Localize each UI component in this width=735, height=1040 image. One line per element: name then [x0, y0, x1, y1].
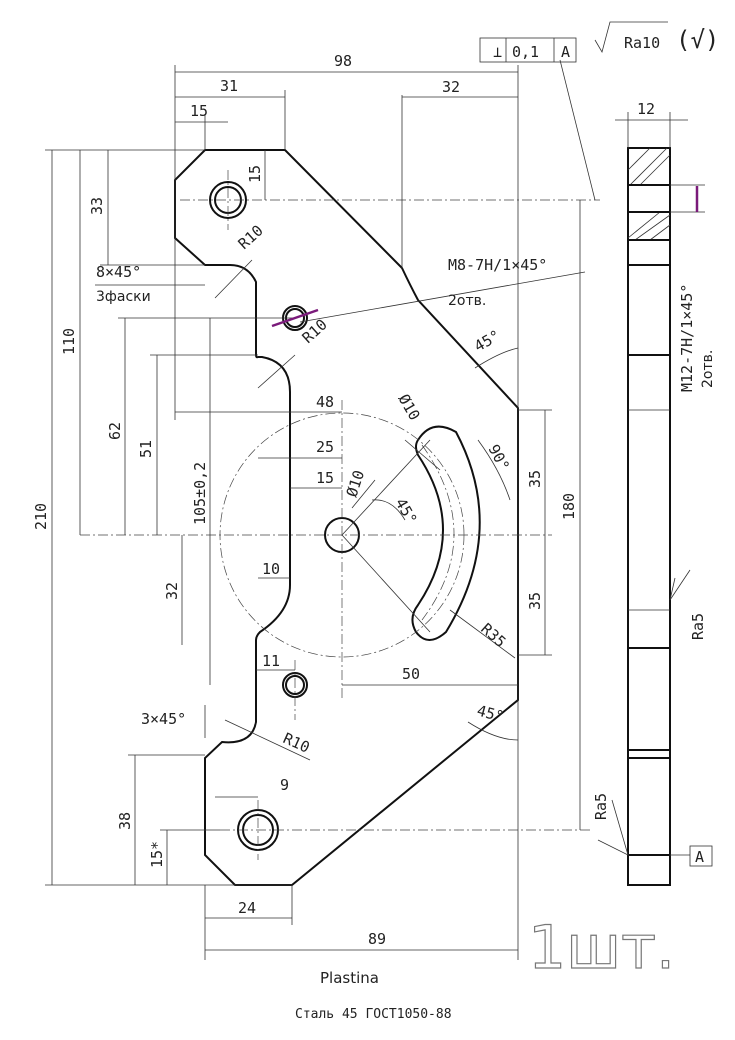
dim-35-b: 35 [526, 592, 544, 610]
material-note: Сталь 45 ГОСТ1050-88 [295, 1007, 452, 1022]
roughness-symbol-bottom [597, 799, 629, 856]
leader-tolerance [559, 59, 596, 201]
dim-24: 24 [238, 899, 256, 917]
side-view-section-hatch [627, 147, 671, 241]
note-dia10-center: Ø10 [343, 468, 368, 499]
side-view-outline [627, 147, 671, 886]
tolerance-frame [479, 37, 577, 63]
datum-label: A [695, 848, 704, 866]
dim-15-mid: 15 [316, 469, 334, 487]
dim-98: 98 [334, 52, 352, 70]
tolerance-symbol: ⊥ [493, 43, 502, 61]
angle-arc-90 [477, 439, 511, 501]
note-ra5-bottom: Ra5 [592, 793, 610, 820]
plate-outline [174, 149, 519, 886]
dim-89: 89 [368, 930, 386, 948]
dim-50: 50 [402, 665, 420, 683]
angle-arc-45 [371, 499, 406, 521]
dim-180: 180 [560, 493, 578, 520]
leader-r10-a [214, 259, 253, 299]
slot-angle-line-a [341, 439, 431, 536]
leader-r10-b [257, 354, 296, 389]
quantity-label: 1шт. [528, 913, 675, 983]
arc-slot [411, 425, 481, 641]
note-r35: R35 [477, 620, 509, 652]
leader-m8-mark [271, 308, 319, 328]
tolerance-datum: A [561, 43, 570, 61]
hole-top [209, 181, 247, 219]
leader-dia10-slot [404, 439, 441, 471]
dim-15-star: 15* [148, 841, 166, 868]
dim-105: 105±0,2 [191, 462, 209, 525]
dim-48: 48 [316, 393, 334, 411]
dim-31: 31 [220, 77, 238, 95]
leader-dia10-center [351, 479, 376, 509]
note-r10-a: R10 [235, 221, 267, 253]
dim-32: 32 [442, 78, 460, 96]
note-r10-c: R10 [280, 729, 312, 756]
leader-m8 [299, 271, 586, 323]
angle-arc-bottom [467, 721, 519, 741]
tolerance-value: 0,1 [512, 43, 539, 61]
note-thread-m8-count: 2отв. [448, 293, 486, 309]
dim-12: 12 [637, 100, 655, 118]
dim-62: 62 [106, 422, 124, 440]
dim-35-a: 35 [526, 470, 544, 488]
note-chamfer-8: 8×45° [96, 263, 141, 281]
leader-r10-c [224, 719, 311, 761]
dim-110: 110 [60, 328, 78, 355]
dim-11: 11 [262, 652, 280, 670]
note-angle-45-mid: 45° [392, 495, 421, 527]
roughness-symbol-side [669, 569, 691, 601]
note-dia10-slot: Ø10 [395, 391, 424, 423]
slot-centerline [421, 444, 455, 621]
dim-38: 38 [116, 812, 134, 830]
datum-box [689, 845, 713, 867]
dim-51: 51 [137, 440, 155, 458]
note-thread-m12-count: 2отв. [700, 350, 716, 388]
note-thread-m8: M8-7H/1×45° [448, 256, 547, 274]
note-chamfer-8-count: 3фаски [96, 289, 151, 305]
note-angle-90: 90° [484, 441, 513, 473]
slot-angle-line-b [341, 534, 431, 633]
note-thread-m12: M12-7H/1×45° [678, 284, 696, 392]
roughness-general: Ra10 [624, 34, 660, 52]
note-angle-45-top: 45° [471, 326, 503, 355]
note-angle-45-bottom: 45° [475, 701, 506, 725]
leader-r35 [449, 609, 516, 659]
roughness-general-suffix: (√) [676, 26, 719, 54]
note-ra5-side: Ra5 [689, 613, 707, 640]
note-chamfer-3: 3×45° [141, 710, 186, 728]
threaded-hole-m8-bottom-inner [285, 675, 305, 695]
roughness-general-symbol [594, 21, 668, 54]
drawing-title: Plastina [320, 969, 379, 987]
dim-33: 33 [88, 197, 106, 215]
dim-15-top: 15 [190, 102, 208, 120]
dim-10: 10 [262, 560, 280, 578]
dim-32-low: 32 [163, 582, 181, 600]
dim-25: 25 [316, 438, 334, 456]
dim-9: 9 [280, 776, 289, 794]
dim-210: 210 [32, 503, 50, 530]
dim-15-r: 15 [246, 165, 264, 183]
angle-arc-top [474, 347, 519, 369]
